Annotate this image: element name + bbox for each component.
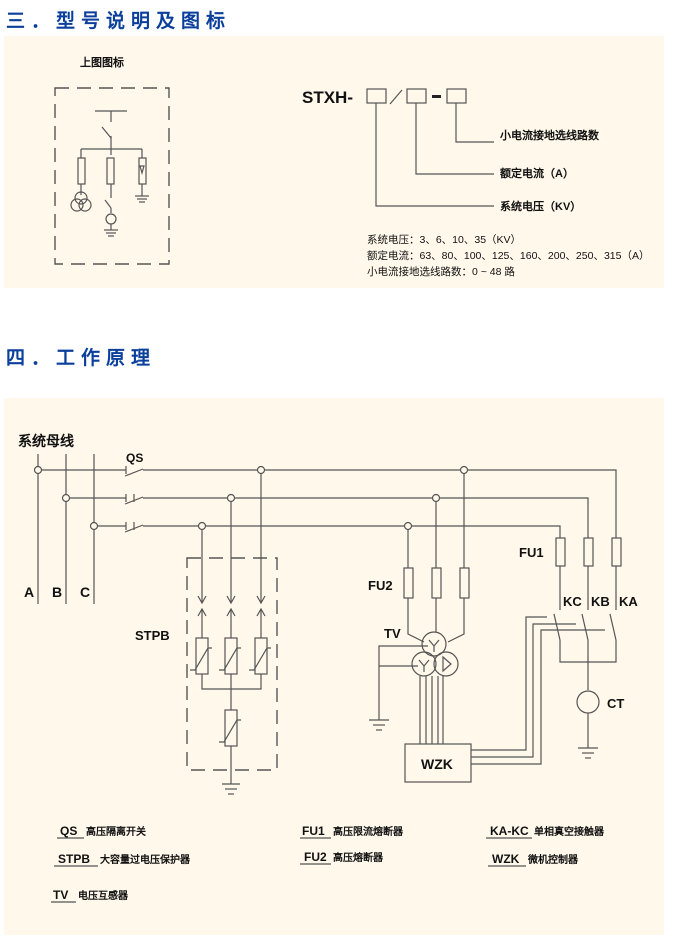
- field-label-lines: 小电流接地选线路数: [499, 128, 600, 142]
- principle-panel: [4, 398, 664, 935]
- svg-text:高压熔断器: 高压熔断器: [333, 851, 384, 864]
- ct-label: CT: [607, 696, 624, 711]
- model-prefix: STXH-: [302, 88, 353, 107]
- fu2-label: FU2: [368, 578, 393, 593]
- field-label-voltage: 系统电压（KV）: [500, 199, 581, 213]
- svg-text:单相真空接触器: 单相真空接触器: [534, 825, 605, 838]
- ka-label: KA: [619, 594, 638, 609]
- model-code-diagram: STXH- 小电流接地选线路数 额定电流（A） 系统电压（KV） 系统电压：3、…: [302, 88, 649, 278]
- section-title-principle: 四．工作原理: [6, 347, 157, 369]
- legend-item-qs: QS 高压隔离开关: [57, 824, 146, 839]
- svg-text:电压互感器: 电压互感器: [78, 889, 129, 902]
- kb-label: KB: [591, 594, 610, 609]
- overvoltage-protector-stpb: [190, 470, 271, 795]
- field-label-current: 额定电流（A）: [500, 166, 574, 180]
- voltage-transformer-tv: [369, 631, 459, 744]
- svg-text:FU1: FU1: [302, 824, 325, 838]
- wiring-schematic: 系统母线 A B C QS STPB: [18, 433, 638, 795]
- legend-item-fu2: FU2 高压熔断器: [300, 850, 384, 865]
- cabinet-icon-diagram: 上图图标: [54, 55, 170, 265]
- legend-item-ka-kc: KA-KC 单相真空接触器: [486, 824, 605, 839]
- svg-text:高压隔离开关: 高压隔离开关: [86, 825, 146, 838]
- tv-label: TV: [384, 626, 401, 641]
- model-separator-slash: [389, 89, 403, 105]
- fu1-label: FU1: [519, 545, 544, 560]
- svg-text:微机控制器: 微机控制器: [527, 853, 579, 866]
- phase-label-c: C: [80, 584, 90, 600]
- legend-item-fu1: FU1 高压限流熔断器: [300, 824, 404, 839]
- qs-label: QS: [126, 451, 143, 465]
- stpb-dashed-frame: [186, 557, 278, 771]
- icon-dashed-frame: [54, 87, 170, 265]
- svg-text:FU2: FU2: [304, 850, 327, 864]
- stpb-label: STPB: [135, 628, 170, 643]
- svg-text:STPB: STPB: [58, 852, 90, 866]
- phase-label-b: B: [52, 584, 62, 600]
- section-title-model: 三．型号说明及图标: [6, 10, 232, 32]
- icon-caption: 上图图标: [80, 55, 124, 69]
- legend-item-wzk: WZK 微机控制器: [488, 852, 579, 867]
- spec-voltage: 系统电压：3、6、10、35（KV）: [367, 233, 521, 246]
- svg-text:大容量过电压保护器: 大容量过电压保护器: [100, 853, 191, 866]
- fuse-fu1: [555, 537, 622, 610]
- spec-lines: 小电流接地选线路数：0 ~ 48 路: [367, 265, 515, 278]
- current-transformer-ct: [576, 690, 600, 714]
- spec-current: 额定电流：63、80、100、125、160、200、250、315（A）: [367, 249, 649, 262]
- isolator-switch-qs: [124, 466, 144, 533]
- vacuum-contactors: [553, 613, 617, 690]
- phase-label-a: A: [24, 584, 34, 600]
- svg-text:QS: QS: [60, 824, 77, 838]
- transformer-icon: [70, 198, 84, 212]
- legend: QS 高压隔离开关 STPB 大容量过电压保护器 TV 电压互感器 FU1 高压…: [51, 824, 605, 903]
- kc-label: KC: [563, 594, 582, 609]
- wzk-label: WZK: [421, 756, 453, 772]
- fuse-fu2: [403, 470, 470, 643]
- legend-item-stpb: STPB 大容量过电压保护器: [54, 852, 191, 867]
- svg-text:WZK: WZK: [492, 852, 520, 866]
- isolator-switch-icon: [101, 126, 112, 139]
- bus-label: 系统母线: [18, 433, 74, 449]
- svg-text:高压限流熔断器: 高压限流熔断器: [333, 825, 404, 838]
- legend-item-tv: TV 电压互感器: [51, 888, 129, 903]
- wzk-controller: [404, 743, 472, 783]
- svg-text:TV: TV: [53, 888, 68, 902]
- svg-text:KA-KC: KA-KC: [490, 824, 529, 838]
